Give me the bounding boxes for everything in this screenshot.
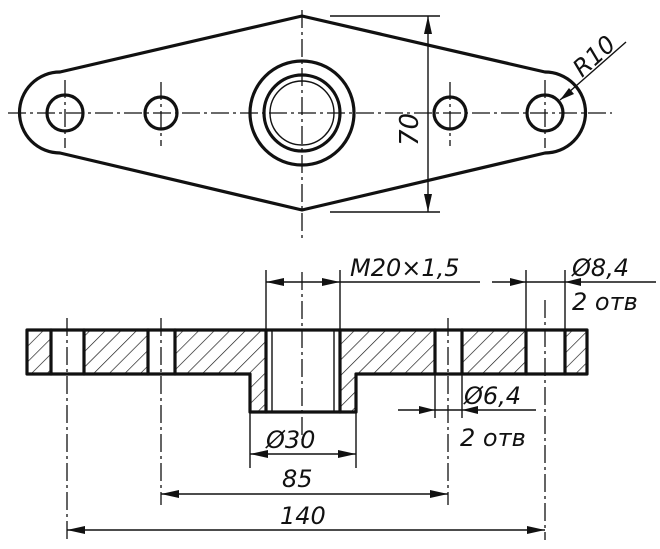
- plan-view: R10 70: [8, 10, 627, 238]
- overall-arrow-left: [67, 526, 85, 534]
- thread-arrow-right: [322, 278, 340, 286]
- thread-label: M20×1,5: [350, 254, 460, 282]
- boss-bore-circle: [269, 80, 335, 146]
- boss-arrow-right: [338, 450, 356, 458]
- span-arrow-right: [430, 490, 448, 498]
- hole-inner-right: [432, 95, 468, 131]
- big-hole-arrow-right: [565, 278, 581, 286]
- overall-label: 140: [280, 502, 326, 530]
- radius-arrow: [560, 88, 574, 100]
- hole-outer-left: [45, 93, 85, 133]
- boss-dia-label: Ø30: [265, 426, 315, 454]
- hole-outer-right: [525, 93, 565, 133]
- span-arrow-left: [161, 490, 179, 498]
- section-view: M20×1,5 Ø8,4 2 отв Ø6,4 2 отв Ø30 85: [25, 254, 656, 540]
- height-label: 70: [395, 113, 425, 146]
- span-label: 85: [282, 465, 313, 493]
- boss-outer-circle: [248, 59, 356, 167]
- big-hole-arrow-left: [510, 278, 526, 286]
- overall-arrow-right: [527, 526, 545, 534]
- small-hole-count-label: 2 отв: [460, 424, 526, 452]
- plate-outline: [17, 14, 588, 212]
- height-arrow-bottom: [424, 194, 432, 212]
- height-arrow-top: [424, 16, 432, 34]
- thread-arrow-left: [266, 278, 284, 286]
- big-hole-count-label: 2 отв: [572, 288, 638, 316]
- hole-inner-left: [143, 95, 179, 131]
- boss-thread-circle: [262, 73, 342, 153]
- small-hole-arrow-right: [462, 406, 478, 414]
- radius-leader: [559, 41, 627, 101]
- radius-label: R10: [567, 30, 621, 82]
- small-hole-dia-label: Ø6,4: [463, 382, 521, 410]
- section-hatching: [27, 330, 587, 412]
- big-hole-dia-label: Ø8,4: [571, 254, 629, 282]
- small-hole-arrow-left: [419, 406, 435, 414]
- boss-arrow-left: [250, 450, 268, 458]
